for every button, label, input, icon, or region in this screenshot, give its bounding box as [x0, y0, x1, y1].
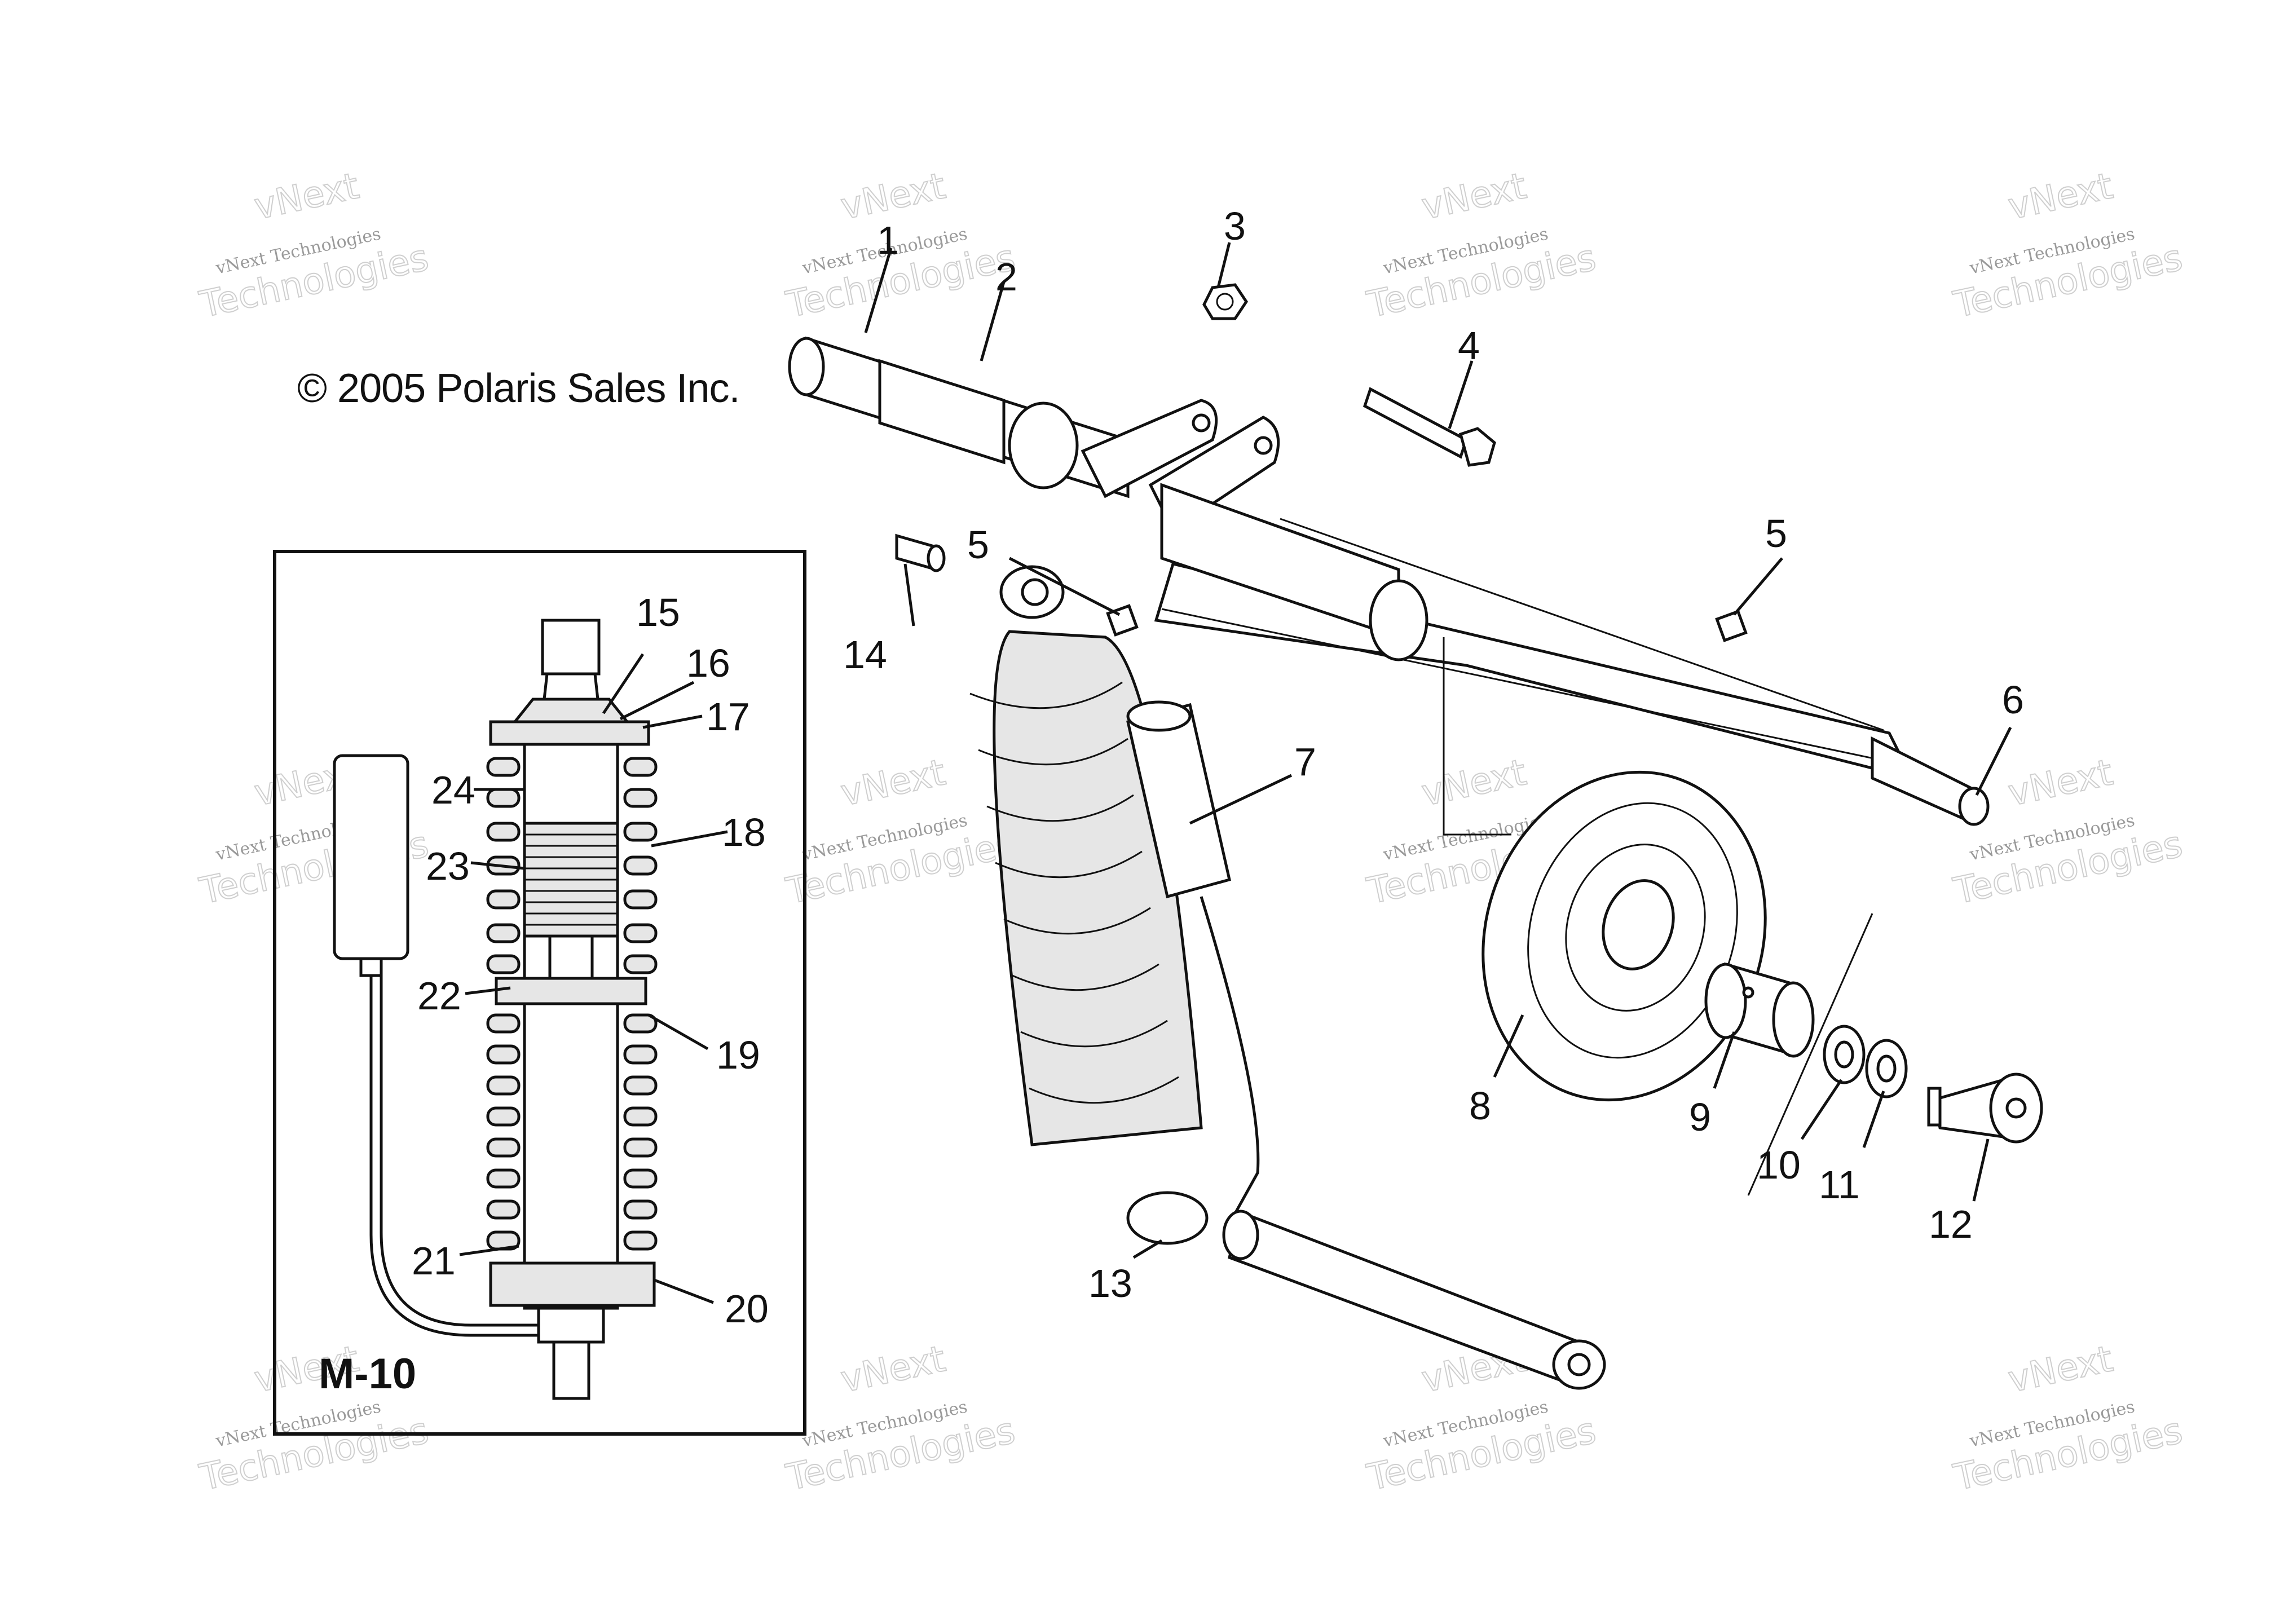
- washer-11: [1865, 1039, 1908, 1098]
- rail-arm: [1154, 562, 1915, 780]
- callout-8: 8: [1469, 1084, 1491, 1128]
- spacer-9: [1704, 962, 1815, 1058]
- watermark: vNext vNext Technologies Technologies: [1950, 1338, 2187, 1499]
- reservoir: [333, 754, 409, 960]
- reservoir-fitting: [359, 957, 383, 977]
- callout-3: 3: [1224, 204, 1246, 248]
- bolt-4: [1363, 387, 1496, 467]
- copyright-text: © 2005 Polaris Sales Inc.: [297, 366, 740, 411]
- axle-to-wheel-line: [1443, 637, 1511, 836]
- watermark-vnext: vNext: [2005, 165, 2117, 228]
- callout-16: 16: [686, 641, 730, 685]
- lower-spring-retainer: [495, 977, 647, 1005]
- callout-21: 21: [412, 1239, 456, 1283]
- callout-15: 15: [636, 590, 680, 634]
- callout-14: 14: [843, 633, 887, 677]
- callout-20: 20: [725, 1287, 769, 1331]
- callout-2: 2: [995, 255, 1017, 299]
- reservoir-hose-7: [1200, 896, 1260, 1225]
- watermark: vNext vNext Technologies Technologies: [196, 165, 433, 326]
- inset-m10: M-10: [273, 550, 806, 1436]
- shock-lower-eye: [1126, 1191, 1209, 1245]
- watermark-vnext: vNext: [2005, 1338, 2117, 1401]
- watermark: vNext vNext Technologies Technologies: [1950, 751, 2187, 913]
- main-leaders: [864, 242, 2012, 1259]
- axle-tip-end: [1958, 787, 1990, 826]
- callout-17: 17: [706, 695, 750, 739]
- callout-13: 13: [1088, 1261, 1132, 1305]
- callout-11: 11: [1819, 1163, 1860, 1207]
- nut-3: [1202, 283, 1249, 320]
- shock-absorber-13: [969, 565, 1260, 1245]
- grease-fitting-5-right: [1715, 610, 1748, 642]
- inset-frame: [273, 550, 806, 1436]
- watermark-vnext: vNext: [837, 752, 949, 814]
- callout-12: 12: [1929, 1202, 1973, 1246]
- axle-end-open: [1369, 579, 1428, 661]
- watermark: vNext vNext Technologies Technologies: [1363, 165, 1600, 326]
- callout-6: 6: [2002, 678, 2024, 722]
- alignment-line: [1747, 913, 1873, 1196]
- callout-24: 24: [431, 768, 475, 812]
- inset-label: M-10: [319, 1350, 416, 1398]
- callouts: 1 2 3 4 5 5 6 7 8 9 10 11 12 13 14 15 16…: [412, 204, 2024, 1331]
- callout-5-right: 5: [1765, 511, 1787, 555]
- watermark-vnext: vNext: [837, 1338, 949, 1401]
- bushing-14: [895, 533, 946, 572]
- axle-tip: [1871, 736, 1976, 826]
- callout-10: 10: [1757, 1143, 1801, 1187]
- shock-top-eye: [541, 619, 601, 676]
- inset-leaders: [459, 653, 728, 1304]
- callout-19: 19: [716, 1033, 760, 1077]
- shock-shaft: [548, 934, 594, 986]
- axle-bracket-1: [1081, 399, 1218, 498]
- watermark: vNext vNext Technologies Technologies: [782, 751, 1020, 913]
- watermark-vnext: vNext: [2005, 752, 2117, 814]
- spring-coils: [486, 757, 658, 1251]
- axle-sleeve: [878, 359, 1006, 465]
- track-axle-assembly: [788, 336, 1990, 826]
- watermark-vnext: vNext: [1418, 752, 1530, 814]
- callout-7: 7: [1294, 740, 1316, 784]
- callout-1: 1: [877, 218, 899, 262]
- idler-wheel-8: [1443, 637, 1767, 1102]
- callout-5-left: 5: [967, 523, 989, 567]
- callout-22: 22: [417, 974, 461, 1018]
- bolt-12: [1927, 1073, 2043, 1144]
- shock-bottom-eye: [552, 1340, 590, 1400]
- callout-4: 4: [1458, 324, 1480, 368]
- callout-23: 23: [426, 844, 470, 888]
- lower-shaft: [1222, 1210, 1606, 1390]
- watermark-vnext: vNext: [251, 165, 363, 228]
- washer-10: [1823, 1025, 1866, 1084]
- callout-9: 9: [1689, 1095, 1711, 1139]
- watermark: vNext vNext Technologies Technologies: [1950, 165, 2187, 326]
- watermark-vnext: vNext: [1418, 165, 1530, 228]
- reservoir-hose: [369, 976, 547, 1337]
- watermark: vNext vNext Technologies Technologies: [782, 1338, 1020, 1499]
- callout-18: 18: [722, 810, 766, 854]
- lower-spring-seat: [489, 1261, 656, 1307]
